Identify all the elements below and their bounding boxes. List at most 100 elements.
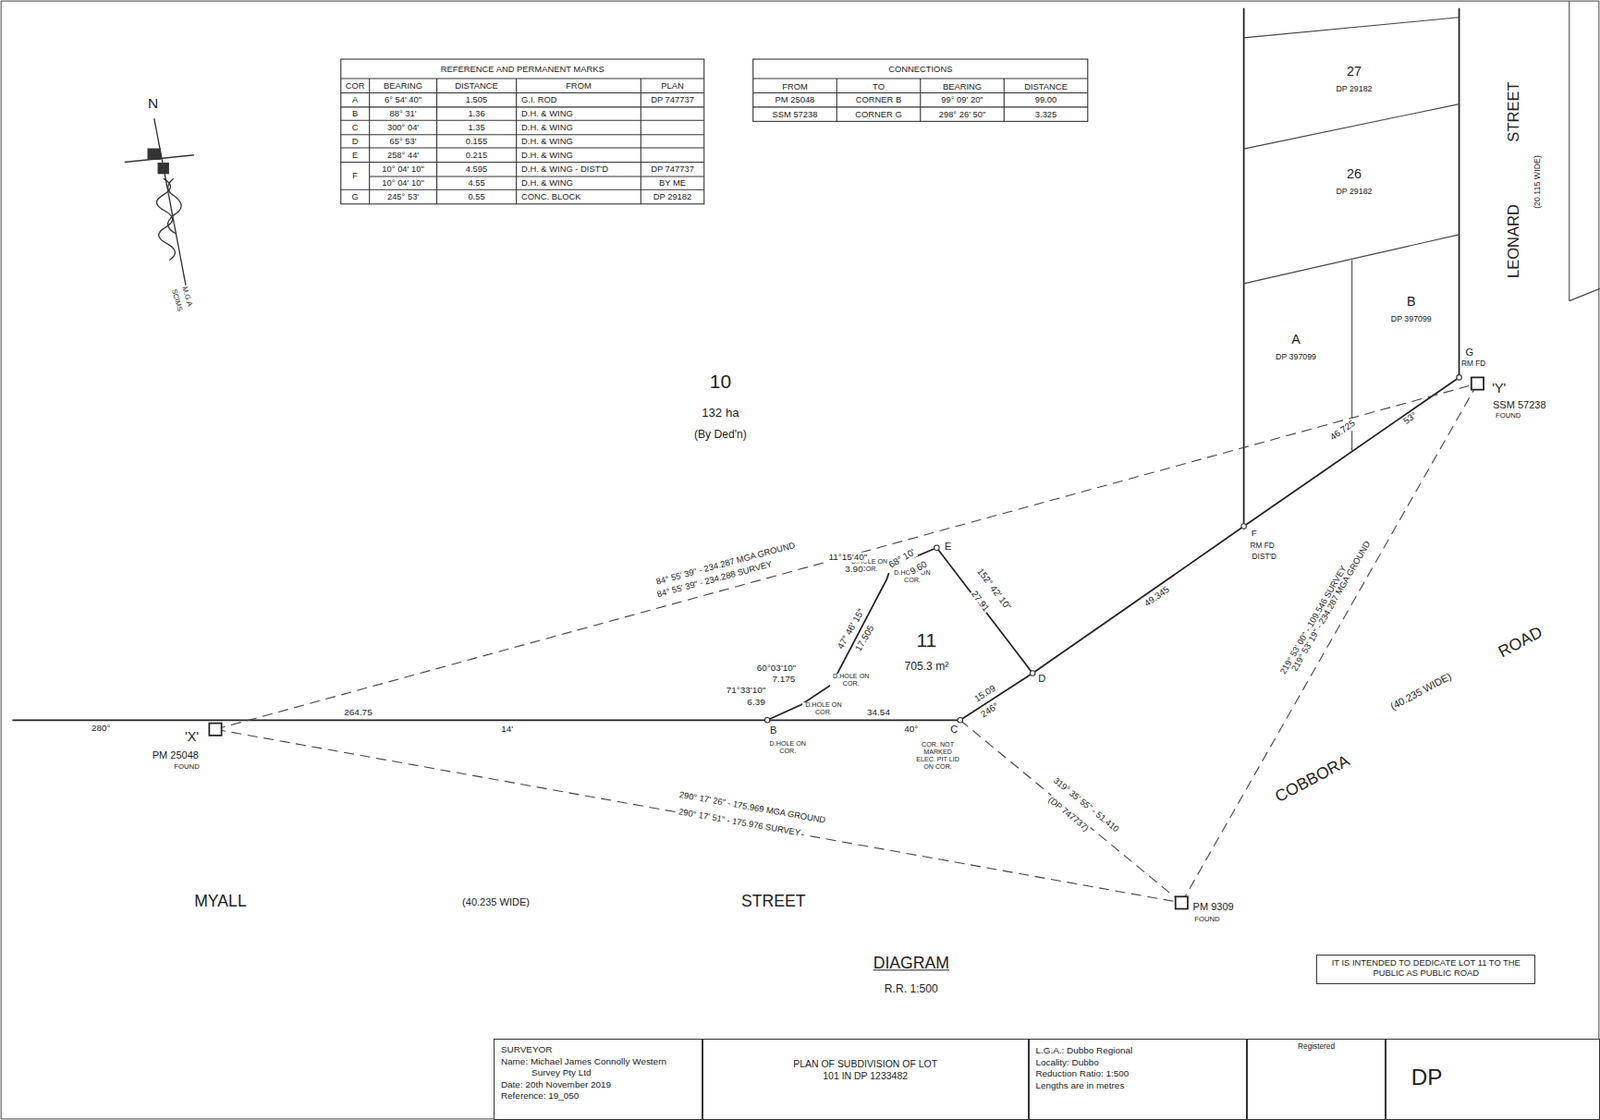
table-cell: 99° 09' 20" [940, 95, 984, 105]
table-cell: 0.155 [464, 136, 489, 147]
plan-label: F [1250, 528, 1259, 539]
plan-label: 705.3 m² [903, 660, 950, 673]
plan-label: 46.725 [1327, 417, 1358, 444]
plan-label: D.HOLE ON COR. [766, 741, 809, 757]
box-text: L.G.A.: Dubbo Regional [1035, 1045, 1240, 1057]
plan-label: DP 397099 [1390, 315, 1433, 325]
plan-label: 264.75 [342, 707, 373, 718]
plan-label: 11 [915, 630, 938, 652]
note-box: IT IS INTENDED TO DEDICATE LOT 11 TO THE… [1316, 954, 1536, 985]
table-cell: 300° 04' [386, 122, 420, 133]
diagram-title: DIAGRAM [873, 955, 950, 974]
table-cell: 4.55 [466, 177, 486, 187]
plan-label: DP 397099 [1274, 354, 1318, 364]
box-text: IT IS INTENDED TO DEDICATE LOT 11 TO THE… [1321, 958, 1532, 980]
plan-label: 27 [1345, 64, 1363, 80]
table-cell: DP 747737 [649, 95, 696, 105]
table-cell: 10° 04' 10" [380, 164, 425, 174]
plan-label: DIST'D [1251, 552, 1278, 562]
table-cell: 99.00 [1034, 95, 1058, 105]
box-text: Reduction Ratio: 1:500 [1035, 1068, 1240, 1080]
box-text: Reference: 19_050 [500, 1090, 696, 1102]
table-cell: BEARING [382, 81, 424, 91]
table-cell: 0.215 [464, 150, 489, 160]
plan-label: 7.175 [770, 674, 796, 685]
plan-label: 219° 53' 00" - 109.546 SURVEY [1277, 563, 1349, 678]
table-cell: A [351, 95, 359, 105]
table-cell: COR [344, 81, 367, 91]
box-text: Date: 20th November 2019 [500, 1079, 696, 1091]
table-cell: C [351, 122, 360, 133]
box-text: DP [1411, 1063, 1576, 1092]
plan-label: 71°33'10" [725, 685, 768, 697]
plan-label: (20.115 WIDE) [1533, 154, 1543, 210]
plan-label: 'Y' [1490, 381, 1507, 397]
plan-label: (40.235 WIDE) [1387, 671, 1454, 714]
table-cell: B [351, 108, 359, 118]
table-cell: D.H. & WING [520, 150, 575, 160]
plan-label: ROAD [1494, 622, 1547, 662]
table-cell: SSM 57238 [770, 109, 819, 119]
table-cell: 258° 44' [386, 150, 420, 160]
plan-label: FOUND [172, 763, 200, 772]
box-text: PLAN OF SUBDIVISION OF LOT 101 IN DP 123… [784, 1058, 947, 1083]
table-cell: CORNER G [854, 109, 904, 119]
plan-label: 132 ha [700, 406, 740, 421]
lga-box: L.G.A.: Dubbo RegionalLocality: DubboRed… [1028, 1038, 1247, 1120]
plan-label: E [943, 540, 953, 552]
table-cell: PLAN [659, 81, 685, 91]
box-text: Registered [1251, 1042, 1381, 1052]
plan-label: A [1290, 332, 1302, 348]
table-cell: 3.325 [1034, 109, 1058, 119]
table-cell: 1.505 [464, 95, 489, 105]
plan-label: COBBORA [1270, 752, 1354, 808]
plan-label: 60°03'10" [756, 663, 798, 674]
plan-label: MYALL [193, 892, 248, 911]
plan-label: (By Ded'n) [693, 429, 748, 442]
plan-label: B [1405, 294, 1417, 310]
table-cell: F [351, 170, 359, 181]
table-cell: G [351, 192, 360, 202]
table-cell: D.H. & WING [520, 177, 575, 187]
plan-label: STREET [1505, 81, 1523, 144]
table-cell: 65° 53' [389, 136, 418, 147]
plan-label: 280° [90, 723, 112, 734]
plan-label: 27.91 [967, 588, 991, 615]
plan-label: 11°15'40" [827, 551, 868, 562]
table-cell: TO [871, 82, 886, 92]
table-cell: BEARING [941, 82, 983, 92]
table-cell: 0.55 [466, 192, 486, 202]
table-cell: G.I. ROD [520, 95, 559, 105]
plan-label: 26 [1345, 167, 1363, 183]
plan-label: 34.54 [866, 707, 892, 718]
registered-box: Registered [1246, 1038, 1386, 1120]
table-cell: BY ME [658, 177, 687, 187]
table-cell: DP 747737 [649, 164, 696, 174]
table-cell: D.H. & WING - DIST'D [520, 164, 610, 174]
plan-label: 219° 53' 19" - 234.287 MGA GROUND [1288, 538, 1372, 674]
box-text: SURVEYOR [500, 1044, 696, 1056]
box-text: Lengths are in metres [1035, 1080, 1240, 1092]
box-text: Locality: Dubbo [1035, 1057, 1240, 1069]
plan-label: LEONARD [1505, 203, 1523, 280]
plan-label: R.R. 1:500 [883, 983, 940, 996]
table-cell: CONC. BLOCK [520, 192, 583, 202]
plan-label: DP 29182 [1334, 187, 1373, 197]
table-cell: DP 29182 [652, 192, 694, 202]
plan-title-box: PLAN OF SUBDIVISION OF LOT 101 IN DP 123… [702, 1038, 1029, 1120]
table-cell: D.H. & WING [520, 122, 575, 133]
plan-label: 246° [977, 701, 1002, 721]
table-cell: 1.35 [466, 122, 486, 133]
plan-label: SSM 57238 [1491, 399, 1548, 411]
table-cell: 298° 26' 50" [938, 109, 988, 119]
plan-label: RM FD [1248, 541, 1275, 550]
plan-label: D [1037, 672, 1047, 684]
table-cell: DISTANCE [453, 81, 500, 91]
plan-label: 'X' [183, 730, 200, 746]
table-cell: CORNER B [854, 95, 903, 105]
plan-label: D.HOLE ON COR. [802, 702, 845, 718]
table-cell: 6° 54' 40" [383, 95, 423, 105]
plan-label: 49.345 [1141, 584, 1173, 611]
box-text: Name: Michael James Connolly Western Sur… [500, 1056, 696, 1080]
